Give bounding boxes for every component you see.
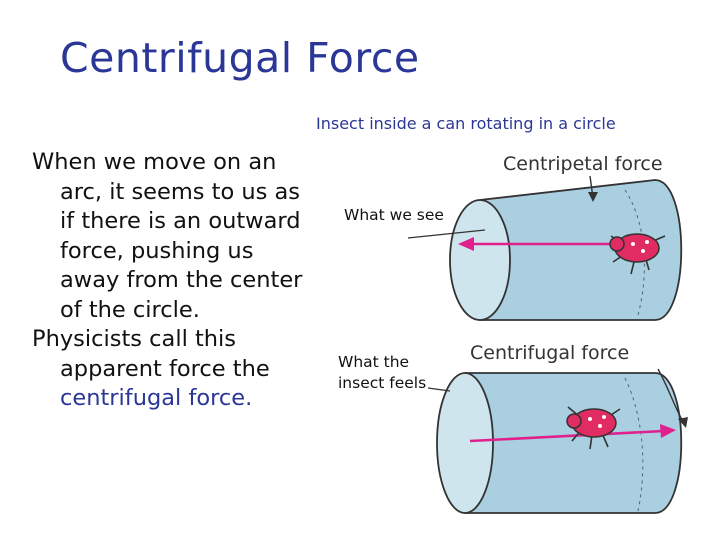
centripetal-force-label: Centripetal force <box>503 153 663 175</box>
centrifugal-force-term: centrifugal force. <box>60 385 252 411</box>
body-paragraph-1: When we move on an arc, it seems to us a… <box>32 148 318 325</box>
slide-title: Centrifugal Force <box>60 34 420 82</box>
can-bottom <box>437 373 681 513</box>
body-text: When we move on an arc, it seems to us a… <box>32 148 318 414</box>
figure-caption: Insect inside a can rotating in a circle <box>316 114 616 133</box>
centrifugal-figure: Centrifugal force <box>320 333 720 533</box>
body-paragraph-2-text: Physicists call this apparent force the <box>32 326 270 382</box>
centripetal-figure: Centripetal force <box>320 140 720 335</box>
body-paragraph-2: Physicists call this apparent force the … <box>32 325 318 414</box>
centrifugal-force-label: Centrifugal force <box>470 342 629 364</box>
